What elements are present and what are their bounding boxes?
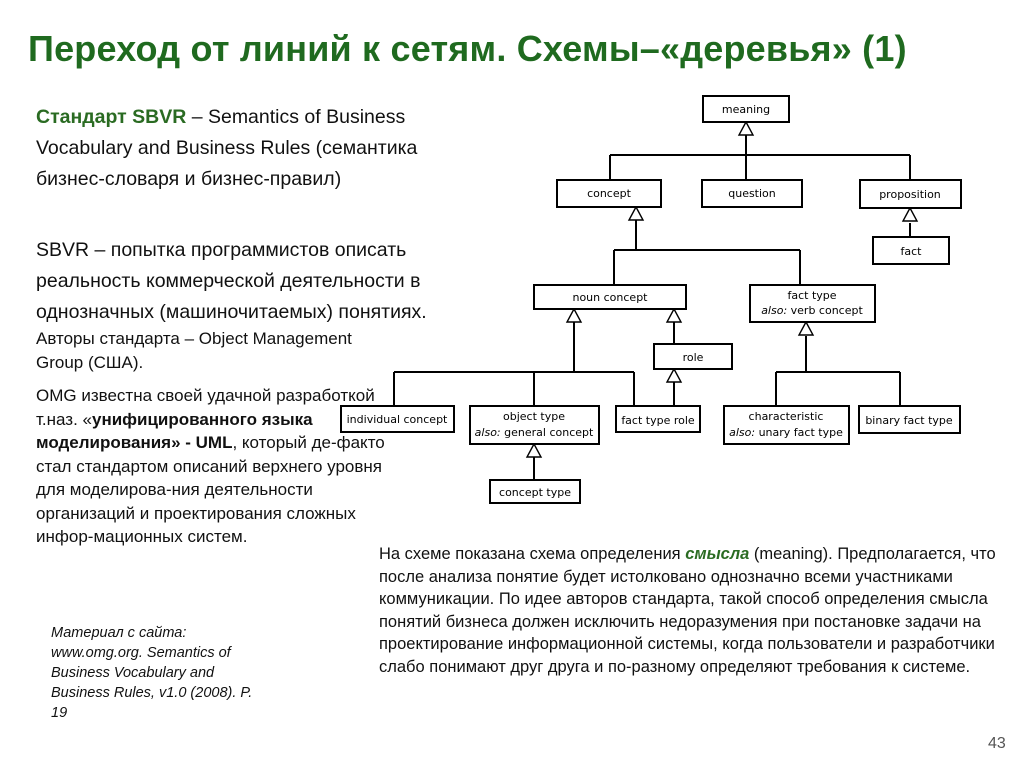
generalization-arrows <box>525 120 919 458</box>
sbvr-definition-paragraph: Стандарт SBVR – Semantics of Business Vo… <box>36 102 456 195</box>
sbvr-purpose-paragraph: SBVR – попытка программистов описать реа… <box>36 239 427 323</box>
meaning-term: смысла <box>685 545 750 563</box>
svg-text:question: question <box>728 187 776 200</box>
arrow-to-noun-concept <box>565 307 583 323</box>
node-characteristic: characteristic also: unary fact type <box>723 405 850 445</box>
node-noun-concept: noun concept <box>533 284 687 310</box>
svg-text:also: general concept: also: general concept <box>475 426 594 439</box>
arrow-to-role <box>665 367 683 383</box>
svg-text:also: verb concept: also: verb concept <box>761 304 863 317</box>
node-proposition: proposition <box>859 179 962 209</box>
svg-text:fact type: fact type <box>787 289 836 302</box>
slide-title: Переход от линий к сетям. Схемы–«деревья… <box>28 28 907 69</box>
arrow-concept-to-meaning <box>737 120 755 136</box>
svg-text:characteristic: characteristic <box>749 410 824 423</box>
omg-uml-text-a: OMG известна своей удачной разработкой т… <box>36 386 375 429</box>
sbvr-definition-text: – Semantics of Business Vocabulary and B… <box>36 106 418 190</box>
node-object-type: object type also: general concept <box>469 405 600 445</box>
node-meaning: meaning <box>702 95 790 123</box>
diagram-explanation: На схеме показана схема определения смыс… <box>379 543 999 679</box>
arrow-concept-type-to-object-type <box>525 442 543 458</box>
page-number: 43 <box>988 735 1006 752</box>
svg-text:role: role <box>683 351 704 364</box>
explanation-text-b: (meaning). Предполагается, что после ана… <box>379 545 996 676</box>
node-fact-type: fact type also: verb concept <box>749 284 876 323</box>
omg-uml-paragraph: OMG известна своей удачной разработкой т… <box>36 384 386 549</box>
node-question: question <box>701 179 803 208</box>
arrow-fact-to-proposition <box>901 206 919 222</box>
node-concept: concept <box>556 179 662 208</box>
node-role: role <box>653 343 733 370</box>
sbvr-term: Стандарт SBVR <box>36 106 187 128</box>
svg-text:fact: fact <box>901 245 923 258</box>
authors-paragraph: Авторы стандарта – Object Management Gro… <box>36 329 352 372</box>
node-individual-concept: individual concept <box>340 405 455 433</box>
node-binary-fact-type: binary fact type <box>858 405 961 434</box>
svg-text:concept type: concept type <box>499 486 571 499</box>
node-fact: fact <box>872 236 950 265</box>
svg-text:meaning: meaning <box>722 103 770 116</box>
svg-text:individual concept: individual concept <box>347 413 448 426</box>
svg-text:proposition: proposition <box>879 188 941 201</box>
svg-text:object type: object type <box>503 410 565 423</box>
arrow-role-to-noun-concept <box>665 307 683 323</box>
svg-text:concept: concept <box>587 187 632 200</box>
arrow-to-fact-type <box>797 320 815 336</box>
source-citation: Материал с сайта: www.omg.org. Semantics… <box>51 625 253 721</box>
svg-text:fact type role: fact type role <box>621 414 695 427</box>
explanation-text-a: На схеме показана схема определения <box>379 545 686 563</box>
node-fact-type-role: fact type role <box>615 405 701 433</box>
uml-term: унифицированного языка моделирования» - … <box>36 409 313 453</box>
node-concept-type: concept type <box>489 479 581 504</box>
svg-text:binary fact type: binary fact type <box>865 414 953 427</box>
svg-text:noun concept: noun concept <box>572 291 648 304</box>
arrow-to-concept <box>627 205 645 221</box>
svg-text:also: unary fact type: also: unary fact type <box>729 426 843 439</box>
omg-uml-text-c: , который де-факто стал стандартом описа… <box>36 433 385 546</box>
diagram-connectors <box>393 135 911 480</box>
